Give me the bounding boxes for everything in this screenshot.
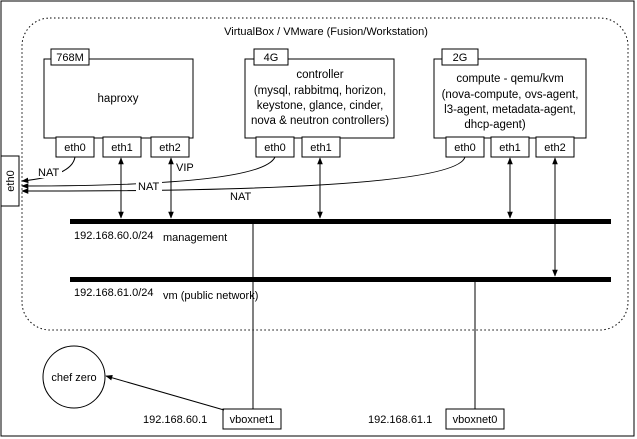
management-cidr: 192.168.60.0/24 [74, 230, 154, 242]
compute-memory-badge [441, 48, 479, 66]
compute-box [433, 58, 587, 139]
vboxnet0-ip: 192.168.61.1 [368, 414, 432, 426]
vboxnet0-name: vboxnet0 [453, 414, 498, 426]
virtualization-boundary [21, 17, 629, 331]
controller-line-4: nova & neutron controllers) [251, 115, 389, 127]
nat-link-compute [21, 156, 466, 194]
controller-memory: 4G [264, 52, 279, 64]
nat-label-bg-1 [36, 166, 62, 178]
controller-memory-badge [253, 48, 289, 66]
management-network-bar [70, 219, 611, 224]
haproxy-eth2-label: eth2 [159, 142, 180, 154]
compute-line-2: (nova-compute, ovs-agent, [442, 89, 579, 101]
haproxy-memory-badge [50, 48, 90, 66]
compute-line-1: compute - qemu/kvm [456, 73, 563, 85]
host-nic [0, 155, 20, 207]
haproxy-eth1 [102, 136, 142, 158]
controller-eth0-label: eth0 [264, 142, 285, 154]
haproxy-eth1-label: eth1 [111, 142, 132, 154]
haproxy-memory: 768M [56, 52, 84, 64]
controller-eth1 [301, 136, 341, 158]
compute-eth2 [535, 136, 575, 158]
vip-label: VIP [176, 162, 194, 174]
controller-node: 4G controller (mysql, rabbitmq, horizon,… [244, 48, 395, 158]
nat-link-controller [21, 156, 276, 189]
management-name: management [163, 232, 227, 244]
vm-cidr: 192.168.61.0/24 [74, 287, 154, 299]
controller-line-1: controller [296, 69, 343, 81]
compute-memory: 2G [453, 52, 468, 64]
compute-eth1-label: eth1 [499, 142, 520, 154]
compute-node: 2G compute - qemu/kvm (nova-compute, ovs… [433, 48, 587, 158]
host-nic-label: eth0 [5, 170, 17, 191]
haproxy-name: haproxy [98, 93, 139, 105]
nat-label-bg-3 [228, 190, 254, 202]
vboxnet0-box [445, 408, 505, 430]
nat-label-bg-2 [136, 180, 162, 192]
controller-box [244, 58, 395, 139]
haproxy-eth0-label: eth0 [64, 142, 85, 154]
compute-eth1 [490, 136, 530, 158]
vm-network-bar [70, 277, 611, 282]
nat-label-haproxy: NAT [38, 167, 59, 179]
compute-eth0-label: eth0 [454, 142, 475, 154]
controller-line-2: (mysql, rabbitmq, horizon, [254, 85, 386, 97]
vm-name: vm (public network) [163, 290, 258, 302]
link-vboxnet1-chef-zero [105, 375, 225, 411]
nat-label-compute: NAT [230, 191, 251, 203]
haproxy-box [43, 58, 194, 139]
vboxnet1-name: vboxnet1 [230, 414, 275, 426]
chef-zero-node [42, 345, 106, 409]
compute-line-4: dhcp-agent) [464, 119, 526, 131]
vboxnet1-ip: 192.168.60.1 [143, 414, 207, 426]
compute-line-3: l3-agent, metadata-agent, [444, 104, 576, 116]
nat-label-controller: NAT [138, 181, 159, 193]
compute-eth2-label: eth2 [544, 142, 565, 154]
controller-line-3: keystone, glance, cinder, [257, 100, 384, 112]
vboxnet1-box [222, 408, 282, 430]
chef-zero-label: chef zero [51, 372, 96, 384]
haproxy-eth2 [150, 136, 190, 158]
host-title: VirtualBox / VMware (Fusion/Workstation) [224, 26, 428, 38]
haproxy-node: 768M haproxy eth0 eth1 eth2 VIP [43, 48, 194, 174]
controller-eth1-label: eth1 [310, 142, 331, 154]
